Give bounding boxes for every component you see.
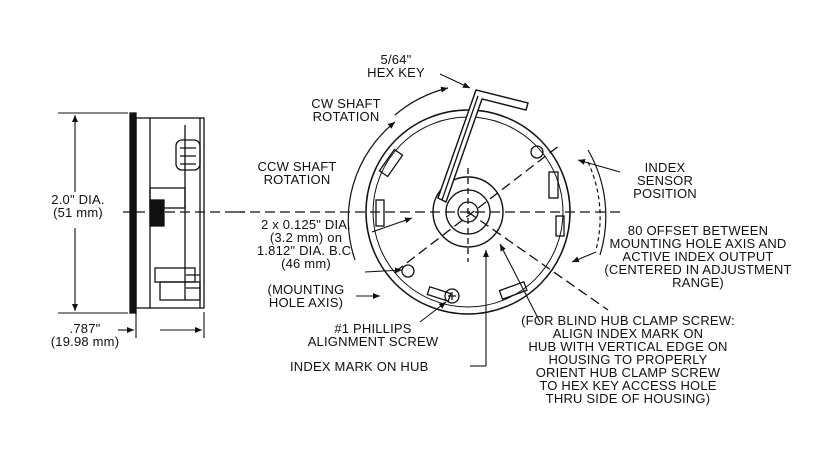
index-range-arc	[587, 149, 607, 256]
hub-outer	[432, 176, 504, 248]
mounting-plate	[129, 112, 137, 314]
mounting-hole-lower	[401, 264, 415, 278]
hub-mid	[445, 189, 491, 235]
cw-rotation-label: CW SHAFT ROTATION	[311, 96, 381, 124]
mounting-hole-upper	[530, 145, 544, 159]
mounting-axis-label: (MOUNTING HOLE AXIS)	[267, 282, 345, 310]
hex-key-label: 5/64" HEX KEY	[356, 53, 436, 79]
hex-key-size: 5/64"	[380, 52, 412, 67]
side-view	[90, 112, 245, 314]
diameter-dimension	[58, 112, 128, 314]
rotation-arrows	[347, 86, 607, 261]
depth-label: .787" (19.98 mm)	[50, 321, 120, 349]
hex-key	[437, 89, 529, 203]
depth-dimension	[118, 312, 205, 338]
shaft	[457, 201, 479, 223]
front-view	[235, 89, 625, 315]
leader-lines	[356, 73, 621, 367]
blind-hub-note: (FOR BLIND HUB CLAMP SCREW: ALIGN INDEX …	[521, 313, 735, 406]
ccw-rotation-label: CCW SHAFT ROTATION	[257, 159, 337, 187]
index-output-axis	[467, 211, 609, 311]
index-sensor-label: INDEX SENSOR POSITION	[633, 160, 697, 201]
mounting-holes-label: 2 x 0.125" DIA. (3.2 mm) on 1.812" DIA. …	[256, 217, 356, 271]
ccw-arc	[347, 121, 396, 261]
offset-label: 80 OFFSET BETWEEN MOUNTING HOLE AXIS AND…	[604, 223, 792, 290]
phillips-label: #1 PHILLIPS ALIGNMENT SCREW	[307, 321, 439, 349]
phillips-screw	[444, 288, 460, 304]
cw-arc	[394, 86, 449, 116]
diameter-label: 2.0" DIA. (51 mm)	[33, 193, 123, 219]
housing-outer	[365, 109, 571, 315]
hex-key-name: HEX KEY	[367, 65, 425, 80]
index-mark-label: INDEX MARK ON HUB	[290, 359, 429, 374]
mounting-hole-axis	[394, 144, 561, 273]
encoder-body	[135, 117, 205, 309]
